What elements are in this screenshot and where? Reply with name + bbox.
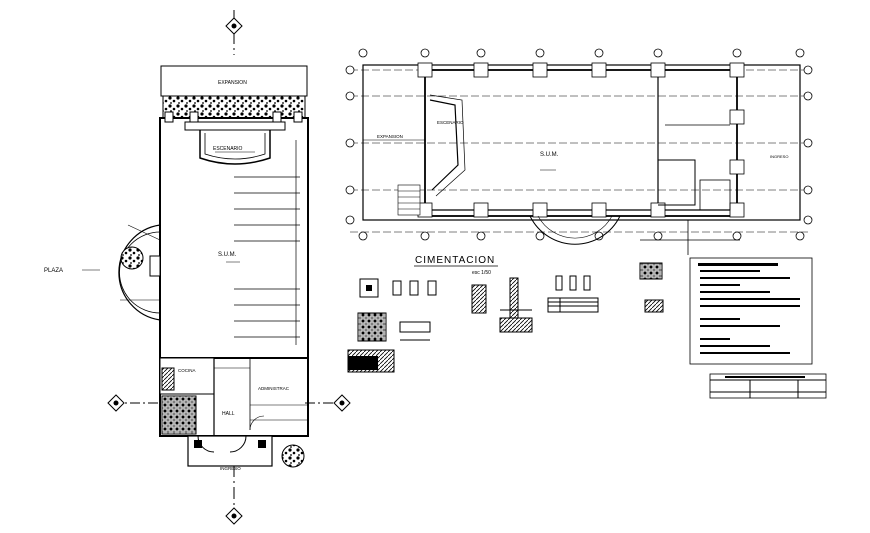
gravel-strip	[162, 95, 306, 119]
section-marker-top	[225, 10, 243, 55]
left-label-cocina: COCINA	[178, 368, 196, 373]
detail-schedule	[547, 275, 599, 313]
left-label-escenario: ESCENARIO	[213, 146, 243, 152]
expansion-area	[160, 65, 308, 97]
grid-bubbles	[345, 48, 813, 241]
building-outline	[362, 64, 801, 221]
main-hall-outline	[159, 117, 309, 359]
foundation-details: CIMENTACION esc 1/50	[347, 255, 827, 399]
detail-footing-2	[392, 280, 437, 341]
detail-footing-1	[347, 278, 395, 373]
seating-rows	[234, 140, 300, 345]
left-label-expansion: EXPANSION	[218, 80, 247, 86]
right-label-sum: S.U.M.	[540, 152, 559, 158]
lower-service-block: COCINA ADMINISTRAC HALL	[159, 357, 309, 437]
right-foundation-plan: ESCENARIO EXPANSION S.U.M. INGRESO	[345, 48, 813, 255]
column-footings	[417, 62, 745, 218]
left-label-ingreso: INGRESO	[220, 466, 241, 471]
notes-box	[689, 257, 813, 365]
left-floor-plan: EXPANSION ESCENARIO	[44, 10, 351, 525]
section-marker-left	[107, 394, 158, 412]
plaza-semicircle	[118, 224, 161, 321]
foundation-scale: esc 1/50	[472, 270, 491, 276]
detail-section-1	[471, 284, 487, 314]
detail-plinth	[639, 262, 664, 313]
title-block	[709, 373, 827, 399]
left-label-administracion: ADMINISTRAC	[258, 386, 290, 391]
hall-columns	[164, 111, 303, 123]
right-label-escenario: ESCENARIO	[437, 120, 464, 125]
right-label-expansion: EXPANSION	[377, 134, 403, 139]
left-label-hall: HALL	[222, 411, 235, 417]
section-marker-bottom	[225, 465, 243, 525]
left-label-sum: S.U.M.	[218, 252, 237, 258]
detail-section-2	[499, 277, 533, 333]
right-label-ingreso: INGRESO	[770, 154, 788, 159]
stair	[397, 184, 421, 216]
foundation-title: CIMENTACION	[415, 255, 495, 266]
stage: ESCENARIO	[184, 121, 286, 165]
entrance: INGRESO	[187, 435, 305, 471]
section-marker-right	[305, 394, 351, 412]
left-label-plaza: PLAZA	[44, 268, 63, 274]
